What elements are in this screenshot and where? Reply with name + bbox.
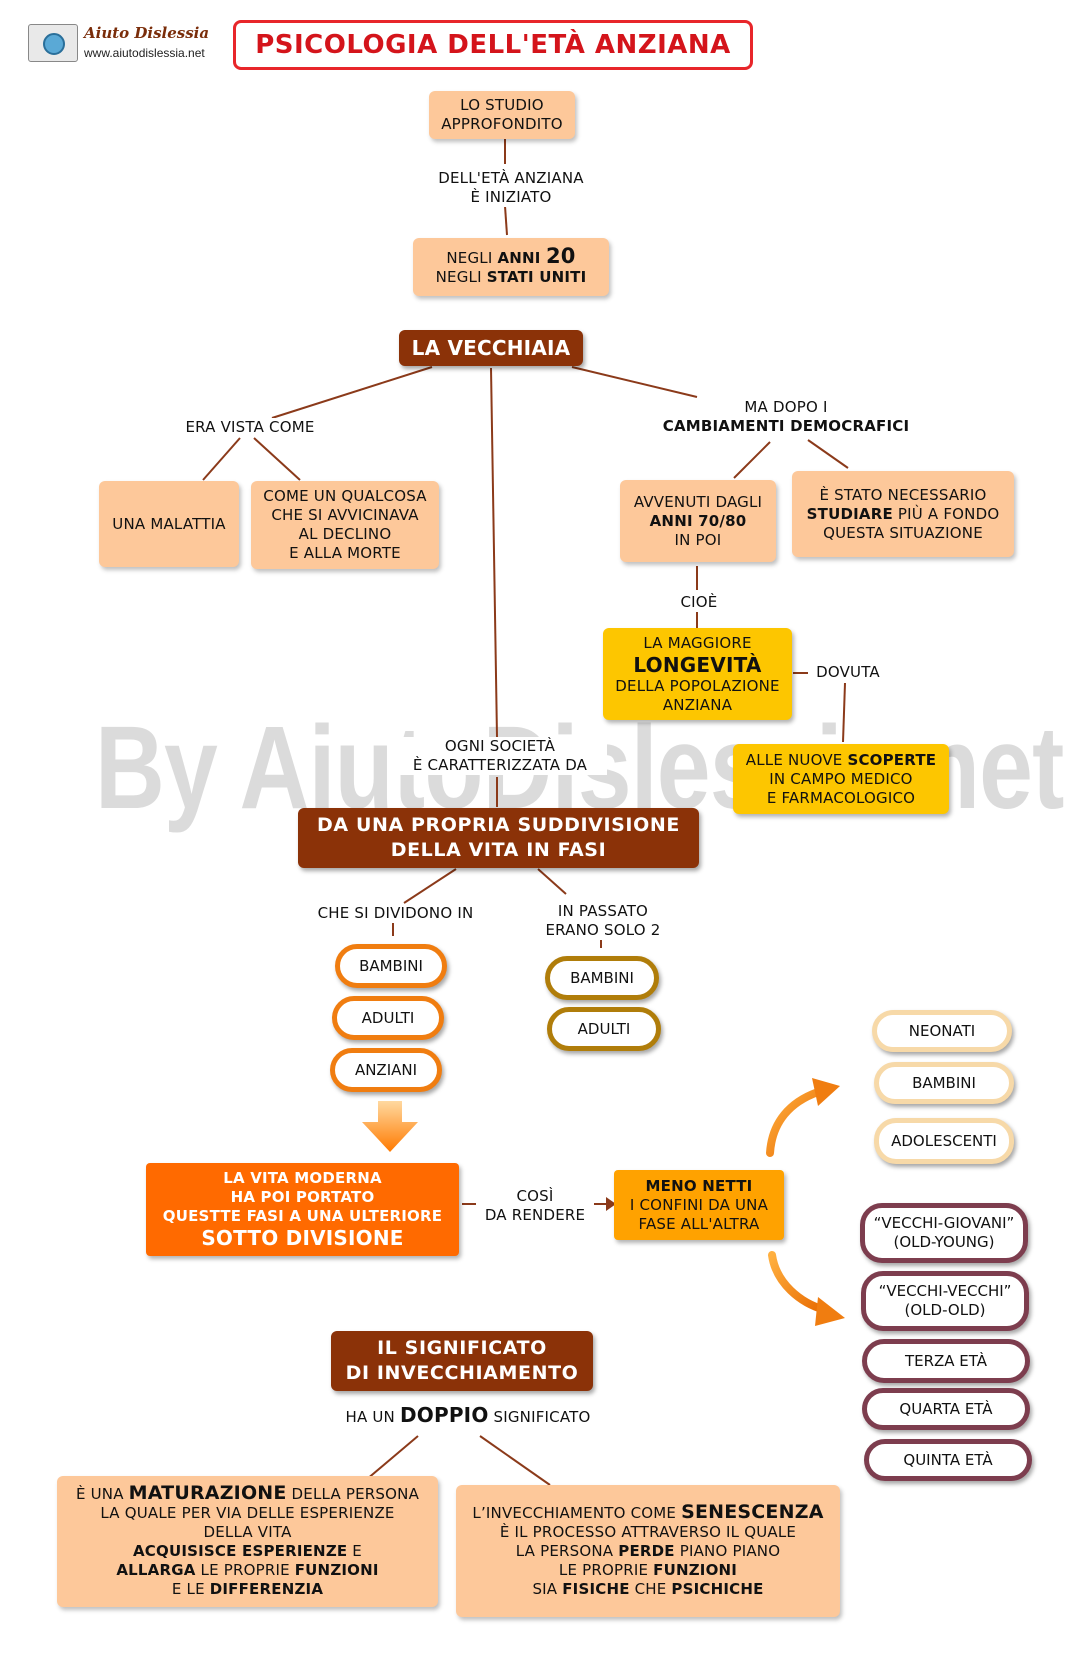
- study-box: LO STUDIO APPROFONDITO: [429, 91, 575, 139]
- vecchiaia-link-right: MA DOPO I CAMBIAMENTI DEMOCRAFICI: [648, 398, 924, 436]
- logo: Aiuto Dislessia www.aiutodislessia.net: [28, 24, 210, 62]
- vecchiaia-link-center: OGNI SOCIETÀ È CARATTERIZZATA DA: [393, 737, 607, 775]
- significato-link: HA UN DOPPIO SIGNIFICATO: [330, 1405, 606, 1427]
- fase-quarta-eta: QUARTA ETÀ: [862, 1388, 1030, 1430]
- vecchiaia-box: LA VECCHIAIA: [399, 330, 583, 366]
- senescenza-box: L’INVECCHIAMENTO COME SENESCENZA È IL PR…: [456, 1485, 840, 1617]
- logo-book-icon: [28, 24, 78, 62]
- vita-moderna-box: LA VITA MODERNA HA POI PORTATO QUESTTE F…: [146, 1163, 459, 1256]
- fase-bambini: BAMBINI: [335, 944, 447, 988]
- fase-adolescenti: ADOLESCENTI: [874, 1118, 1014, 1164]
- meno-netti-box: MENO NETTI I CONFINI DA UNA FASE ALL'ALT…: [614, 1170, 784, 1240]
- necessario-box: È STATO NECESSARIO STUDIARE PIÙ A FONDO …: [792, 471, 1014, 557]
- suddivisione-box: DA UNA PROPRIA SUDDIVISIONE DELLA VITA I…: [298, 808, 699, 868]
- vecchiaia-link-left: ERA VISTA COME: [172, 418, 328, 437]
- fase-quinta-eta: QUINTA ETÀ: [864, 1439, 1032, 1481]
- logo-url: www.aiutodislessia.net: [84, 46, 205, 60]
- page-title: PSICOLOGIA DELL'ETÀ ANZIANA: [233, 20, 753, 70]
- qualcosa-box: COME UN QUALCOSA CHE SI AVVICINAVA AL DE…: [251, 481, 439, 569]
- fase-passato-adulti: ADULTI: [547, 1007, 661, 1051]
- dovuta-link: DOVUTA: [808, 663, 888, 682]
- avvenuti-box: AVVENUTI DAGLI ANNI 70/80 IN POI: [620, 480, 776, 562]
- malattia-box: UNA MALATTIA: [99, 481, 239, 567]
- fase-terza-eta: TERZA ETÀ: [862, 1339, 1030, 1383]
- scoperte-box: ALLE NUOVE SCOPERTE IN CAMPO MEDICO E FA…: [733, 744, 949, 814]
- suddivisione-link-left: CHE SI DIVIDONO IN: [300, 904, 491, 923]
- longevita-box: LA MAGGIORE LONGEVITÀ DELLA POPOLAZIONE …: [603, 628, 792, 720]
- fase-vecchi-giovani: “VECCHI-GIOVANI” (OLD-YOUNG): [860, 1203, 1028, 1263]
- cioe-link: CIOÈ: [666, 593, 732, 612]
- fase-passato-bambini: BAMBINI: [545, 956, 659, 1000]
- significato-box: IL SIGNIFICATO DI INVECCHIAMENTO: [331, 1331, 593, 1391]
- fase-neonati: NEONATI: [872, 1010, 1012, 1052]
- fase-adulti: ADULTI: [332, 996, 444, 1040]
- fase-bambini-moderna: BAMBINI: [874, 1062, 1014, 1104]
- fase-vecchi-vecchi: “VECCHI-VECCHI” (OLD-OLD): [861, 1271, 1029, 1331]
- study-when-box: NEGLI ANNI 20 NEGLI STATI UNITI: [413, 238, 609, 296]
- suddivisione-link-right: IN PASSATO ERANO SOLO 2: [530, 902, 676, 940]
- study-link: DELL'ETÀ ANZIANA È INIZIATO: [428, 169, 594, 207]
- logo-title: Aiuto Dislessia: [84, 24, 210, 42]
- moderna-link: COSÌ DA RENDERE: [476, 1187, 594, 1225]
- maturazione-box: È UNA MATURAZIONE DELLA PERSONA LA QUALE…: [57, 1476, 438, 1607]
- fase-anziani: ANZIANI: [330, 1048, 442, 1092]
